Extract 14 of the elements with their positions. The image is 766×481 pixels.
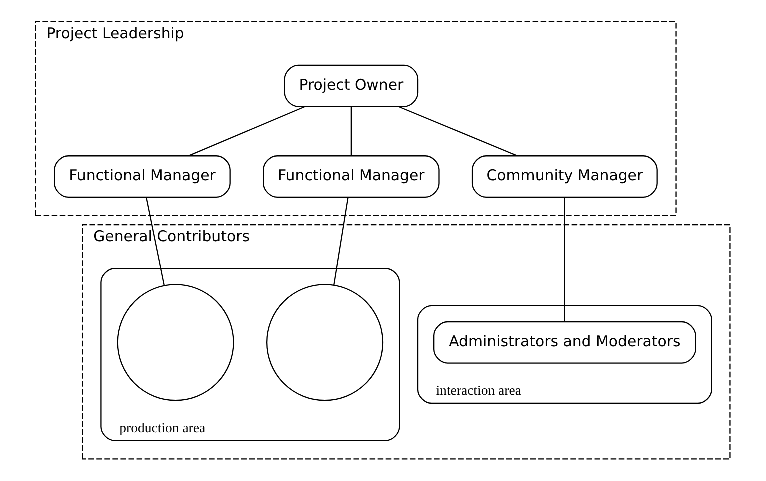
- node-box: Project Owner: [284, 64, 419, 108]
- node-box: Administrators and Moderators: [434, 321, 696, 364]
- node-box: Functional Manager: [54, 156, 231, 198]
- connector: [334, 198, 349, 286]
- node-box: Community Manager: [472, 156, 658, 198]
- node-circle: [266, 284, 384, 402]
- connector: [146, 198, 165, 286]
- connector: [398, 106, 518, 157]
- cluster: production area: [100, 268, 400, 442]
- node-circle: [117, 284, 234, 402]
- connector: [564, 198, 566, 322]
- connector: [188, 106, 306, 157]
- node-box: Functional Manager: [263, 156, 440, 198]
- connector: [350, 106, 352, 156]
